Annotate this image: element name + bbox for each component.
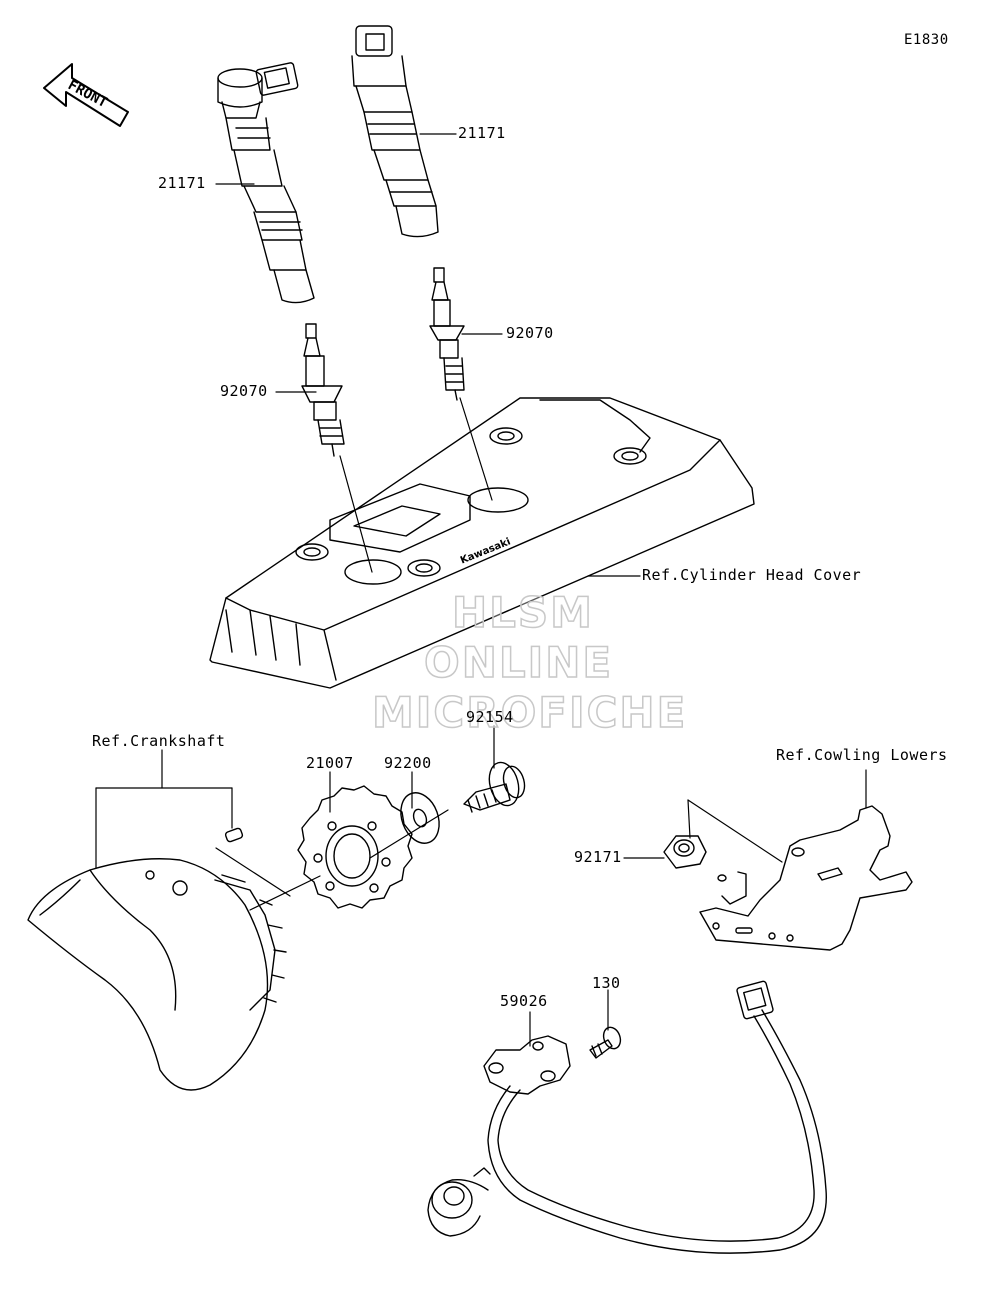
watermark-line-1: HLSM xyxy=(451,587,594,638)
leader-lines xyxy=(95,133,867,1047)
front-arrow-icon: FRONT xyxy=(43,63,129,127)
cowling-bracket xyxy=(699,805,913,951)
washer[interactable] xyxy=(394,787,446,848)
part-label-grommet[interactable]: 92171 xyxy=(574,848,622,866)
part-label-sensor-bolt[interactable]: 130 xyxy=(592,974,621,992)
watermark-line-2: ONLINE xyxy=(423,637,614,688)
part-label-sensor[interactable]: 59026 xyxy=(500,992,548,1010)
part-label-plug-right[interactable]: 92070 xyxy=(506,324,554,342)
part-label-bolt[interactable]: 92154 xyxy=(466,708,514,726)
ignition-coil-right[interactable] xyxy=(351,25,439,238)
spark-plug-left[interactable] xyxy=(301,323,345,457)
part-label-coil-left[interactable]: 21171 xyxy=(158,174,206,192)
spark-plug-right[interactable] xyxy=(429,267,465,401)
ref-cylinder-head-cover: Ref.Cylinder Head Cover xyxy=(642,566,862,584)
timing-rotor[interactable] xyxy=(297,785,413,909)
grommet[interactable] xyxy=(663,835,707,869)
part-label-coil-right[interactable]: 21171 xyxy=(458,124,506,142)
diagram-code: E1830 xyxy=(904,32,949,48)
sensor-harness xyxy=(427,980,827,1254)
ignition-coil-left[interactable] xyxy=(217,62,315,304)
rotor-bolt[interactable] xyxy=(463,759,528,813)
ref-cowling-lowers: Ref.Cowling Lowers xyxy=(776,746,948,764)
crankshaft-sensor[interactable] xyxy=(483,1035,571,1095)
part-label-plug-left[interactable]: 92070 xyxy=(220,382,268,400)
part-label-rotor[interactable]: 21007 xyxy=(306,754,354,772)
watermark-line-3: MICROFICHE xyxy=(371,687,688,738)
sensor-bolt[interactable] xyxy=(589,1025,623,1059)
crankshaft-generator xyxy=(27,827,287,1091)
ref-crankshaft: Ref.Crankshaft xyxy=(92,732,226,750)
part-label-washer[interactable]: 92200 xyxy=(384,754,432,772)
